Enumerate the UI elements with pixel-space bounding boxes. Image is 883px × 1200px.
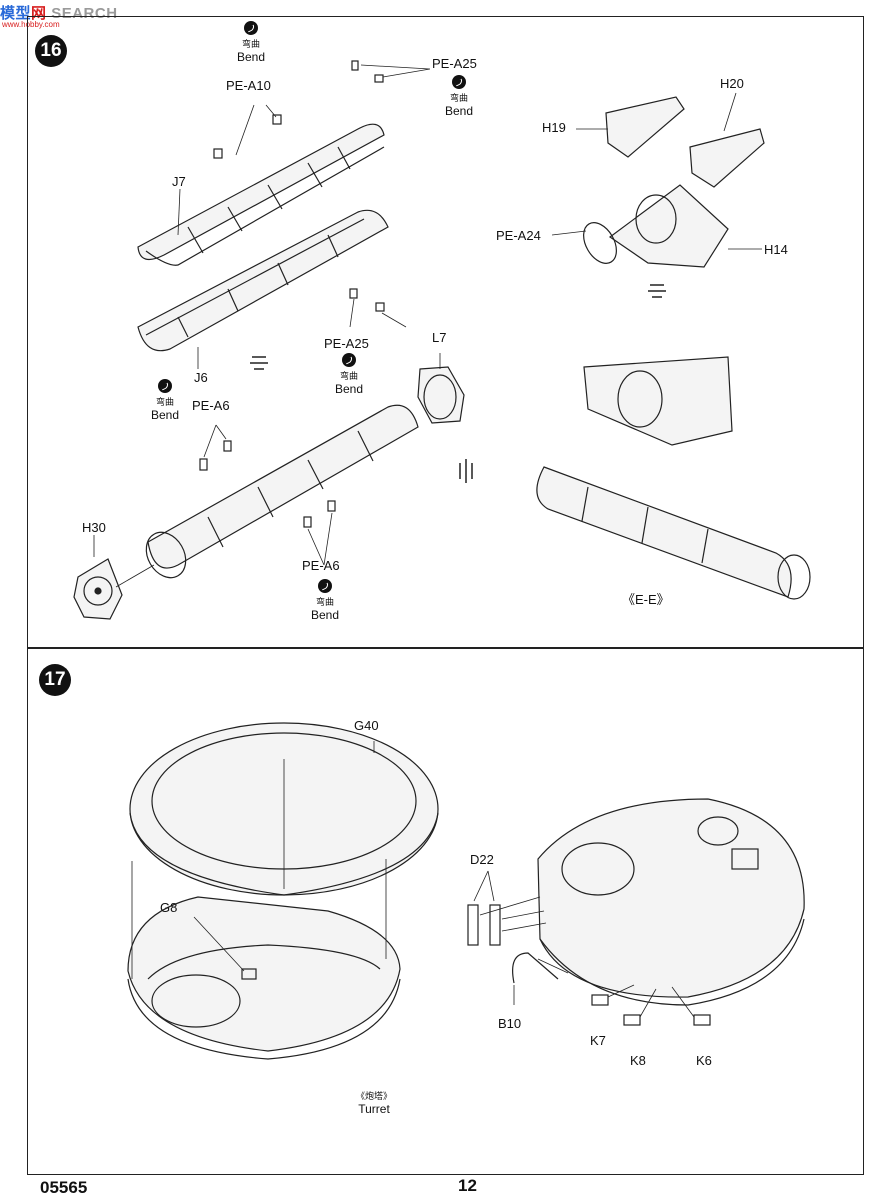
bend-icon (452, 75, 466, 89)
step-16-drawing (73, 60, 811, 620)
bend-en: Bend (310, 608, 340, 622)
part-k8-drawing (623, 1014, 641, 1026)
part-k7-drawing (591, 994, 609, 1006)
part-j6-drawing (137, 209, 389, 352)
label-b10: B10 (498, 1016, 522, 1031)
bend-en: Bend (150, 408, 180, 422)
step-16-number: 16 (35, 35, 67, 67)
label-pe-a25-mid: PE-A25 (324, 336, 369, 351)
label-turret-en: Turret (358, 1102, 390, 1116)
step-17-drawing (127, 722, 805, 1060)
part-h14-drawing (608, 184, 729, 268)
label-h14: H14 (764, 242, 788, 257)
label-pe-a10: PE-A10 (226, 78, 271, 93)
part-h19-drawing (605, 96, 685, 158)
label-d22: D22 (470, 852, 494, 867)
label-h30: H30 (82, 520, 106, 535)
label-pe-a25-top: PE-A25 (432, 56, 477, 71)
label-l7: L7 (432, 330, 447, 345)
pe-a10-part-2 (213, 148, 223, 159)
turret-lower-drawing (127, 896, 401, 1060)
label-turret-cn: 《炮塔》 (355, 1091, 392, 1101)
label-g8: G8 (160, 900, 178, 915)
bend-cn: 弯曲 (339, 371, 358, 381)
part-g8-drawing (241, 968, 257, 980)
bend-cn: 弯曲 (241, 39, 260, 49)
bend-icon (318, 579, 332, 593)
bracket-assembly-drawing (605, 96, 765, 268)
label-j7: J7 (172, 174, 186, 189)
step-17-number: 17 (39, 664, 71, 696)
turret-assembled-drawing (537, 798, 805, 1006)
part-h30-drawing (73, 558, 123, 620)
pe-a25-part-4 (375, 302, 385, 312)
bend-cn: 弯曲 (449, 93, 468, 103)
part-l7-drawing (417, 366, 465, 424)
label-view-e-e: 《E-E》 (622, 592, 670, 607)
assembled-tube-drawing (145, 404, 419, 579)
watermark-brand-b: 网 (31, 5, 47, 22)
watermark-logo: 模型网 SEARCH www.hobby.com (0, 2, 118, 29)
label-k6: K6 (696, 1053, 712, 1068)
label-pe-a6-left: PE-A6 (192, 398, 230, 413)
label-h20: H20 (720, 76, 744, 91)
bend-en: Bend (334, 382, 364, 396)
part-j7-drawing (137, 123, 385, 266)
part-k6-drawing (693, 1014, 711, 1026)
pe-a6-part-1 (199, 458, 208, 471)
watermark-brand-c: SEARCH (51, 5, 118, 22)
pe-a6-part-4 (327, 500, 336, 512)
label-k8: K8 (630, 1053, 646, 1068)
bend-icon (158, 379, 172, 393)
step-16-panel: 16 弯曲 Bend PE-A25 弯曲 Bend PE-A10 J7 J6 P… (27, 16, 864, 648)
label-k7: K7 (590, 1033, 606, 1048)
bend-en: Bend (444, 104, 474, 118)
part-b10-drawing (512, 952, 559, 984)
watermark-brand-a: 模型 (0, 5, 32, 22)
bend-icon (244, 21, 258, 35)
pe-a25-part-3 (349, 288, 358, 299)
bend-en: Bend (236, 50, 266, 64)
label-g40: G40 (354, 718, 379, 733)
part-h20-drawing (689, 128, 765, 188)
part-d22-drawing (467, 904, 501, 946)
part-pe-a24-ring (583, 222, 617, 264)
bend-icon (342, 353, 356, 367)
pe-a6-part-2 (223, 440, 232, 452)
pe-a25-part-2 (374, 74, 384, 83)
label-j6: J6 (194, 370, 208, 385)
label-pe-a24: PE-A24 (496, 228, 541, 243)
bend-cn: 弯曲 (155, 397, 174, 407)
label-pe-a6-right: PE-A6 (302, 558, 340, 573)
pe-a10-part-1 (272, 114, 282, 125)
step-17-panel: 17 G40 G8 D22 B10 K7 K8 K6 《炮塔》 Turret (27, 648, 864, 1175)
pe-a6-part-3 (303, 516, 312, 528)
label-h19: H19 (542, 120, 566, 135)
final-assembly-drawing (536, 356, 811, 600)
bend-cn: 弯曲 (315, 597, 334, 607)
footer-code: 05565 (40, 1178, 88, 1197)
watermark-sub: www.hobby.com (2, 20, 60, 29)
footer-page-number: 12 (458, 1176, 477, 1195)
pe-a25-part-1 (351, 60, 359, 71)
